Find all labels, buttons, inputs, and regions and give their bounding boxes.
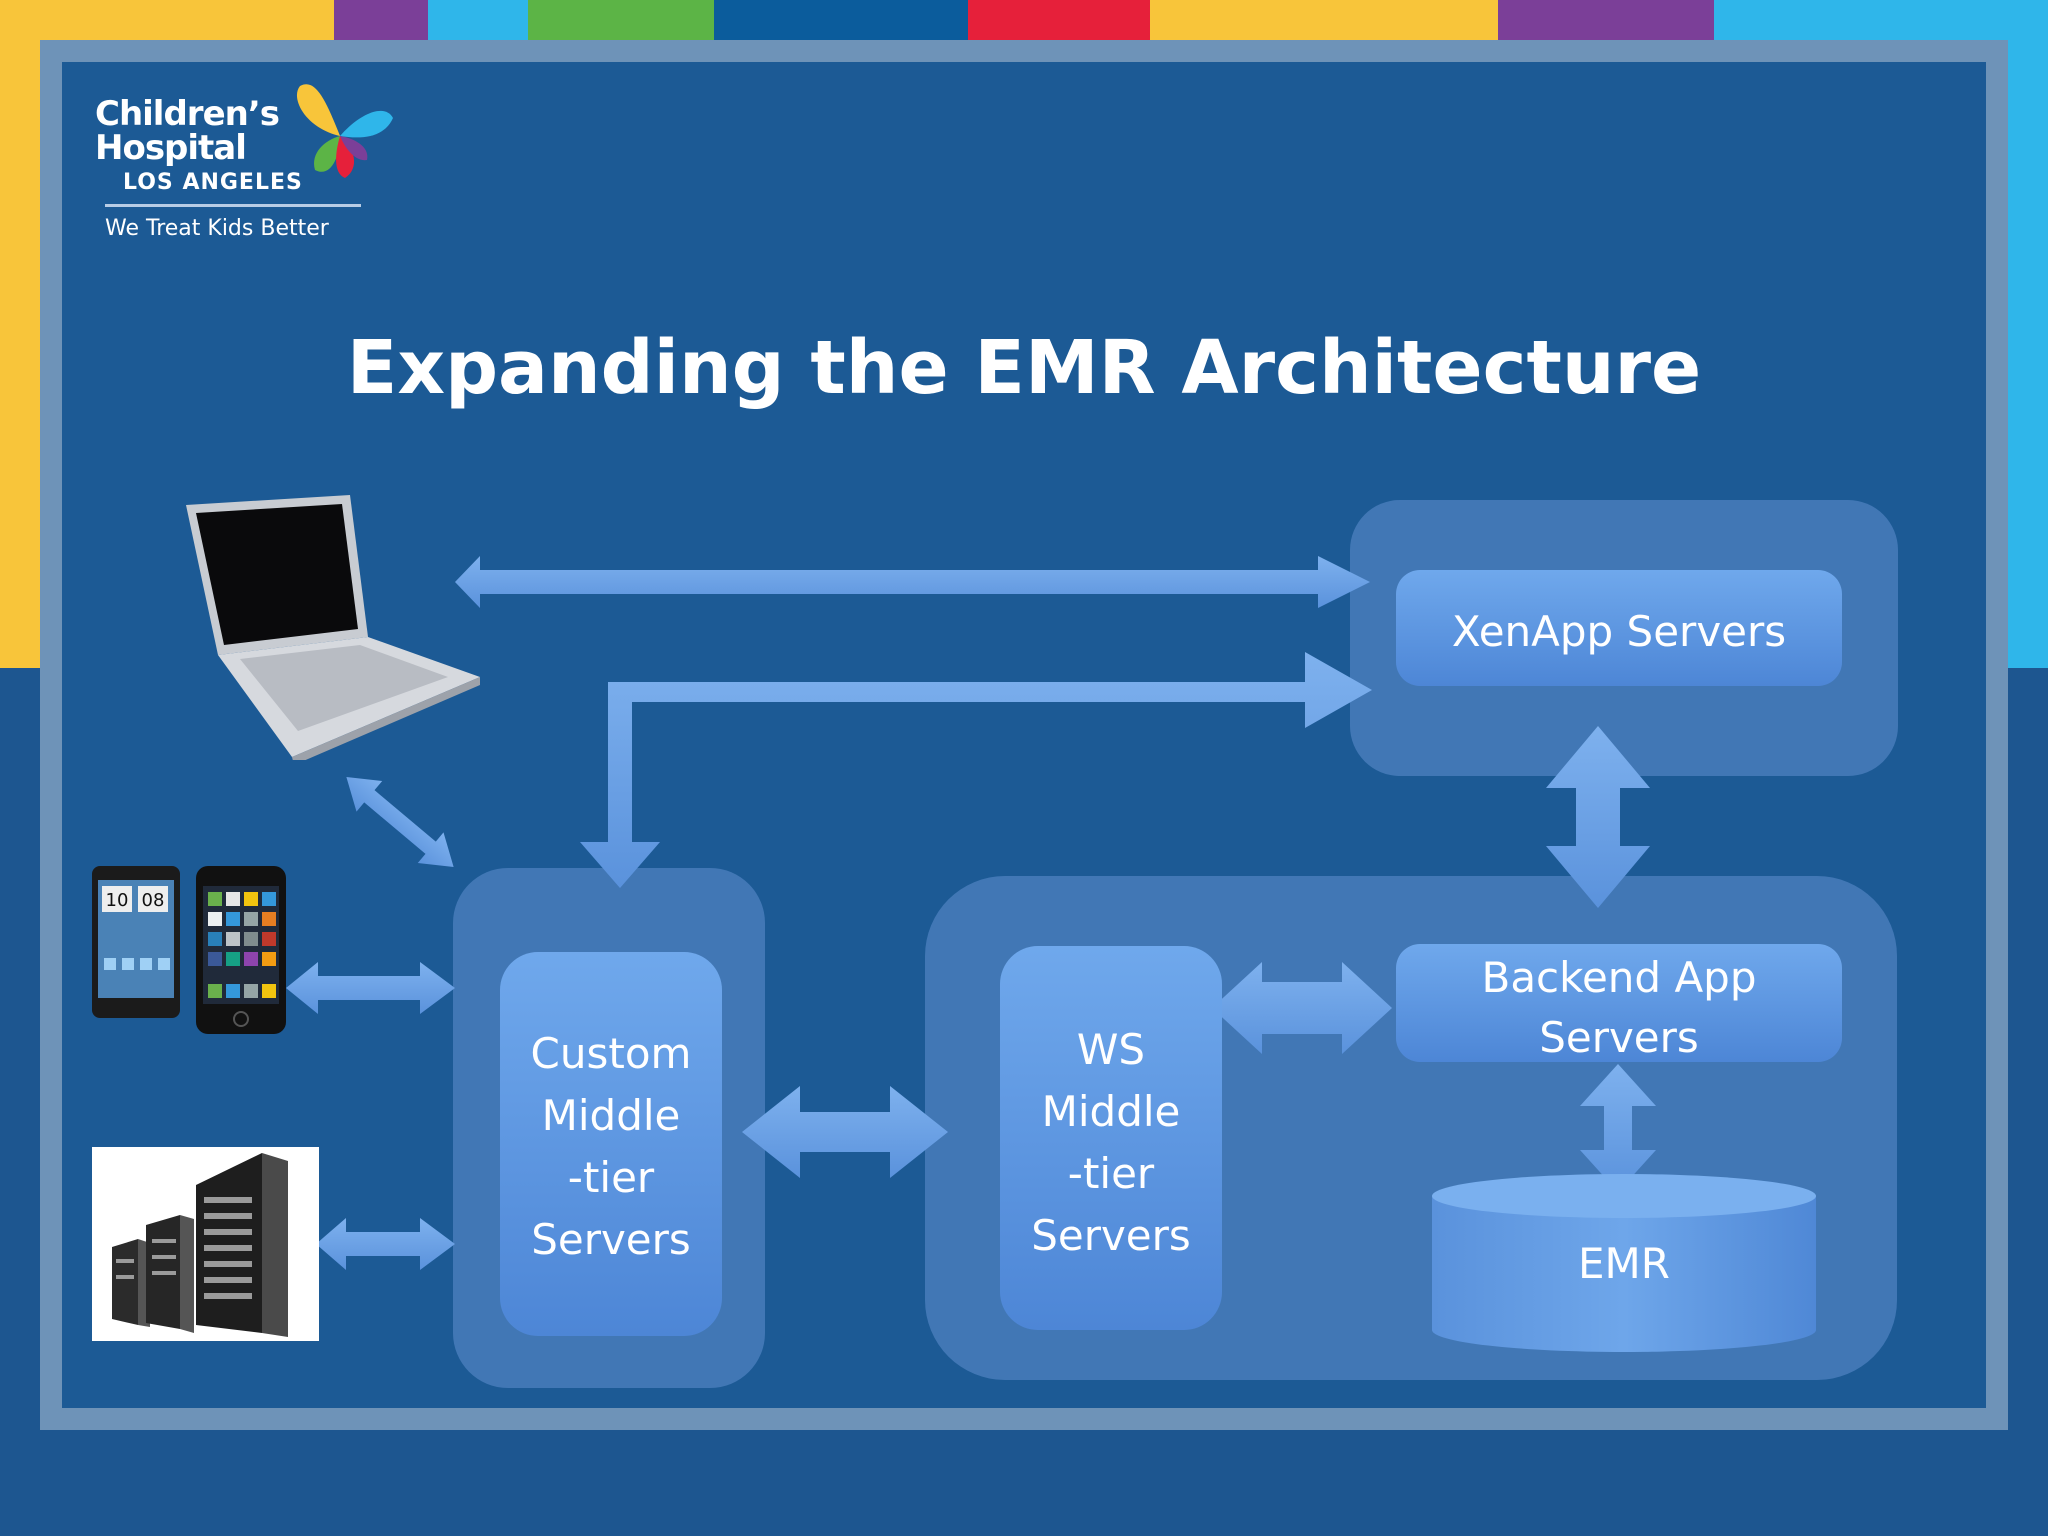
custom-node-line2: Middle <box>542 1091 681 1140</box>
hospital-logo: Children’s Hospital LOS ANGELES We Treat… <box>95 78 405 248</box>
ws-node-line3: -tier <box>1068 1149 1155 1198</box>
node-backend-app-servers: Backend App Servers <box>1396 944 1842 1062</box>
arrow-laptop-middle-tier <box>346 777 454 867</box>
arrow-phones-middle-tier <box>286 962 455 1014</box>
logo-divider <box>105 204 361 207</box>
laptop-image <box>186 495 480 760</box>
arrow-xenapp-backend <box>1546 726 1650 908</box>
backend-node-line2: Servers <box>1539 1013 1699 1062</box>
custom-node-line4: Servers <box>531 1215 691 1264</box>
server-racks-image <box>92 1147 319 1341</box>
phone-clock-hours: 10 <box>106 890 129 911</box>
arrow-laptop-xenapp <box>455 556 1370 608</box>
phone-clock-minutes: 08 <box>142 890 165 911</box>
left-accent-bar <box>0 0 40 668</box>
logo-tagline: We Treat Kids Better <box>105 216 329 241</box>
logo-text-line1: Children’s <box>95 94 280 134</box>
arrow-custom-ws <box>742 1086 948 1178</box>
smartphone-htc-image: 10 08 <box>92 866 180 1018</box>
node-xenapp-servers: XenApp Servers <box>1396 570 1842 686</box>
ws-node-line2: Middle <box>1042 1087 1181 1136</box>
node-emr-database: EMR <box>1432 1174 1816 1352</box>
ws-node-line1: WS <box>1077 1025 1145 1074</box>
logo-text-line2: Hospital <box>95 128 247 168</box>
slide-title: Expanding the EMR Architecture <box>346 325 1702 411</box>
xenapp-node-label: XenApp Servers <box>1452 607 1786 656</box>
arrow-ws-backend <box>1212 962 1392 1054</box>
emr-node-label: EMR <box>1578 1239 1670 1288</box>
arrow-backend-emr <box>1580 1064 1656 1192</box>
ws-node-line4: Servers <box>1031 1211 1191 1260</box>
smartphone-iphone-image <box>196 866 286 1034</box>
node-ws-middle-tier: WS Middle -tier Servers <box>1000 946 1222 1330</box>
butterfly-icon <box>296 84 393 178</box>
arrow-middle-tier-to-xenapp <box>580 652 1372 888</box>
logo-text-line3: LOS ANGELES <box>123 170 303 195</box>
backend-node-line1: Backend App <box>1482 953 1757 1002</box>
custom-node-line1: Custom <box>531 1029 692 1078</box>
arrow-servers-middle-tier <box>316 1218 455 1270</box>
custom-node-line3: -tier <box>568 1153 655 1202</box>
node-custom-middle-tier: Custom Middle -tier Servers <box>500 952 722 1336</box>
